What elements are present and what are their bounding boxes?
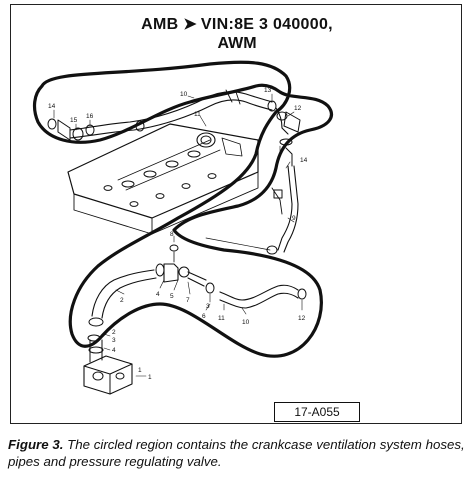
crankcase-ventilation-diagram: 14 15 16 10 13 11 12 14 9 8 7 6 5 4 3 2 … (32, 60, 333, 395)
callout-label: 15 (70, 117, 78, 124)
callout-label: 11 (218, 315, 225, 322)
header-line-1: AMB ➤VIN:8E 3 040000, (0, 14, 474, 34)
lower-vent-hose (91, 269, 155, 317)
callout-label: 1 (148, 374, 152, 381)
callout-label: 7 (186, 297, 190, 304)
callout-label: 14 (300, 157, 308, 164)
callout-label: 10 (180, 91, 188, 98)
engine-code-awm: AWM (217, 35, 257, 52)
figure-caption: Figure 3. The circled region contains th… (8, 436, 470, 470)
callout-label: 16 (86, 113, 94, 120)
diagram-header: AMB ➤VIN:8E 3 040000, AWM (0, 14, 474, 53)
caption-text: The circled region contains the crankcas… (8, 437, 465, 469)
callout-label: 11 (194, 111, 201, 118)
callout-label: 10 (242, 319, 250, 326)
arrow-icon: ➤ (183, 16, 197, 33)
figure-reference-code: 17-A055 (274, 402, 360, 422)
circled-region-outline (32, 60, 333, 358)
callout-label: 4 (112, 347, 116, 354)
callout-label: 6 (202, 313, 206, 320)
caption-lead: Figure 3. (8, 437, 64, 452)
callout-label: 3 (206, 303, 210, 310)
callout-label: 12 (294, 105, 302, 112)
callout-label: 1 (138, 367, 142, 374)
vin-range: VIN:8E 3 040000, (200, 16, 333, 33)
callout-label: 4 (156, 291, 160, 298)
engine-code-amb: AMB (141, 16, 179, 33)
cylinder-head-cover (67, 123, 259, 219)
hose-10 (219, 284, 299, 301)
callout-label: 2 (120, 297, 124, 304)
callout-label: 13 (264, 87, 272, 94)
callout-label: 9 (292, 215, 296, 222)
callout-label: 5 (170, 293, 174, 300)
callout-label: 8 (170, 231, 174, 238)
callout-label: 14 (48, 103, 56, 110)
callout-label: 3 (112, 337, 116, 344)
callout-label: 2 (112, 329, 116, 336)
callout-label: 12 (298, 315, 306, 322)
vent-pipe-9 (277, 165, 293, 251)
pressure-regulating-valve (83, 355, 133, 395)
upper-breather-hose (69, 91, 273, 131)
callout-labels: 14 15 16 10 13 11 12 14 9 8 7 6 5 4 3 2 … (48, 87, 308, 381)
